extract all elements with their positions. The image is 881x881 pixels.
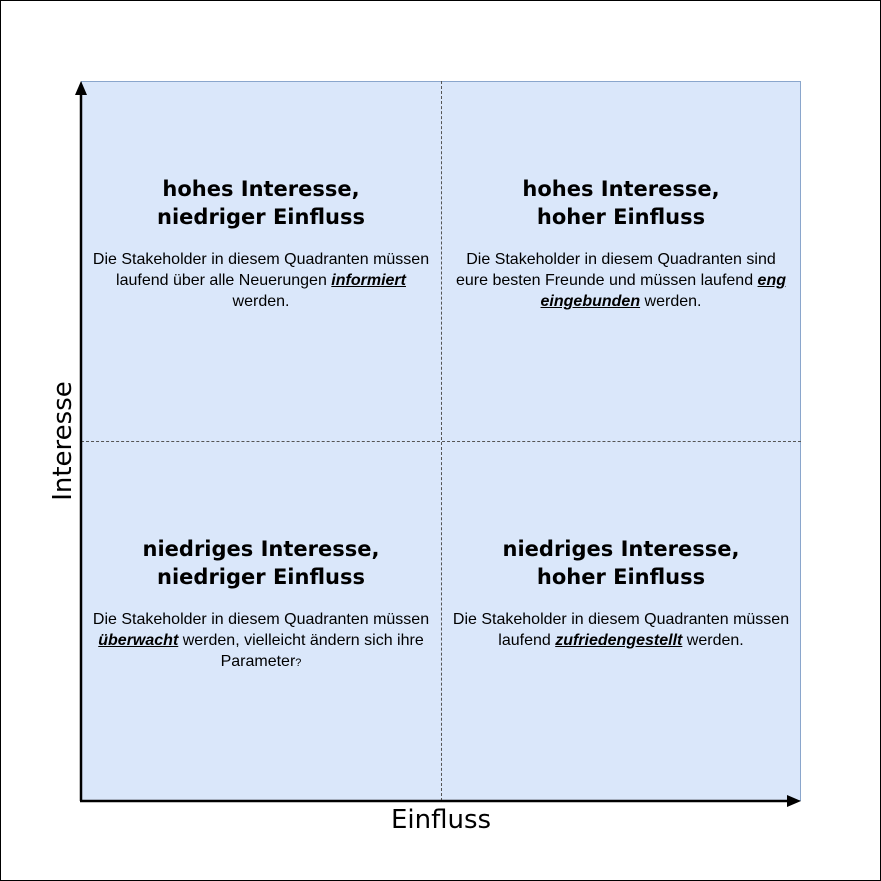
horizontal-divider bbox=[81, 441, 801, 442]
quadrant-emphasis: eng eingebunden bbox=[540, 272, 786, 310]
quadrant-text-after: werden. bbox=[232, 293, 290, 310]
quadrant-text-before: Die Stakeholder in diesem Quadranten müs… bbox=[452, 611, 790, 649]
quadrant-bottom-left: niedriges Interesse, niedriger Einfluss … bbox=[91, 535, 431, 674]
quadrant-emphasis: zufriedengestellt bbox=[555, 632, 683, 649]
y-axis-arrowhead bbox=[75, 81, 87, 95]
quadrant-text-after: werden. bbox=[682, 632, 744, 649]
quadrant-text-before: Die Stakeholder in diesem Quadranten sin… bbox=[456, 251, 776, 289]
quadrant-text-before: Die Stakeholder in diesem Quadranten müs… bbox=[92, 251, 430, 289]
quadrant-bottom-right: niedriges Interesse, hoher Einfluss Die … bbox=[451, 535, 791, 651]
quadrant-text: Die Stakeholder in diesem Quadranten müs… bbox=[451, 609, 791, 651]
quadrant-title: hohes Interesse, niedriger Einfluss bbox=[157, 177, 365, 229]
quadrant-title: niedriges Interesse, hoher Einfluss bbox=[502, 537, 740, 589]
quadrant-trailing-mark: ? bbox=[295, 657, 302, 669]
quadrant-text-after: werden. bbox=[640, 293, 702, 310]
quadrant-top-right: hohes Interesse, hoher Einfluss Die Stak… bbox=[451, 175, 791, 312]
quadrant-text: Die Stakeholder in diesem Quadranten müs… bbox=[91, 249, 431, 312]
quadrant-emphasis: überwacht bbox=[98, 632, 179, 649]
quadrant-text-after: werden, vielleicht ändern sich ihre Para… bbox=[178, 632, 424, 670]
quadrant-emphasis: informiert bbox=[331, 272, 406, 289]
quadrant-text-before: Die Stakeholder in diesem Quadranten müs… bbox=[92, 611, 430, 628]
quadrant-text: Die Stakeholder in diesem Quadranten müs… bbox=[91, 609, 431, 674]
quadrant-title: hohes Interesse, hoher Einfluss bbox=[522, 177, 720, 229]
x-axis-arrowhead bbox=[787, 795, 801, 807]
quadrant-top-left: hohes Interesse, niedriger Einfluss Die … bbox=[91, 175, 431, 312]
quadrant-title: niedriges Interesse, niedriger Einfluss bbox=[142, 537, 380, 589]
y-axis-label: Interesse bbox=[48, 381, 78, 501]
quadrant-text: Die Stakeholder in diesem Quadranten sin… bbox=[451, 249, 791, 312]
x-axis-label: Einfluss bbox=[390, 805, 492, 835]
